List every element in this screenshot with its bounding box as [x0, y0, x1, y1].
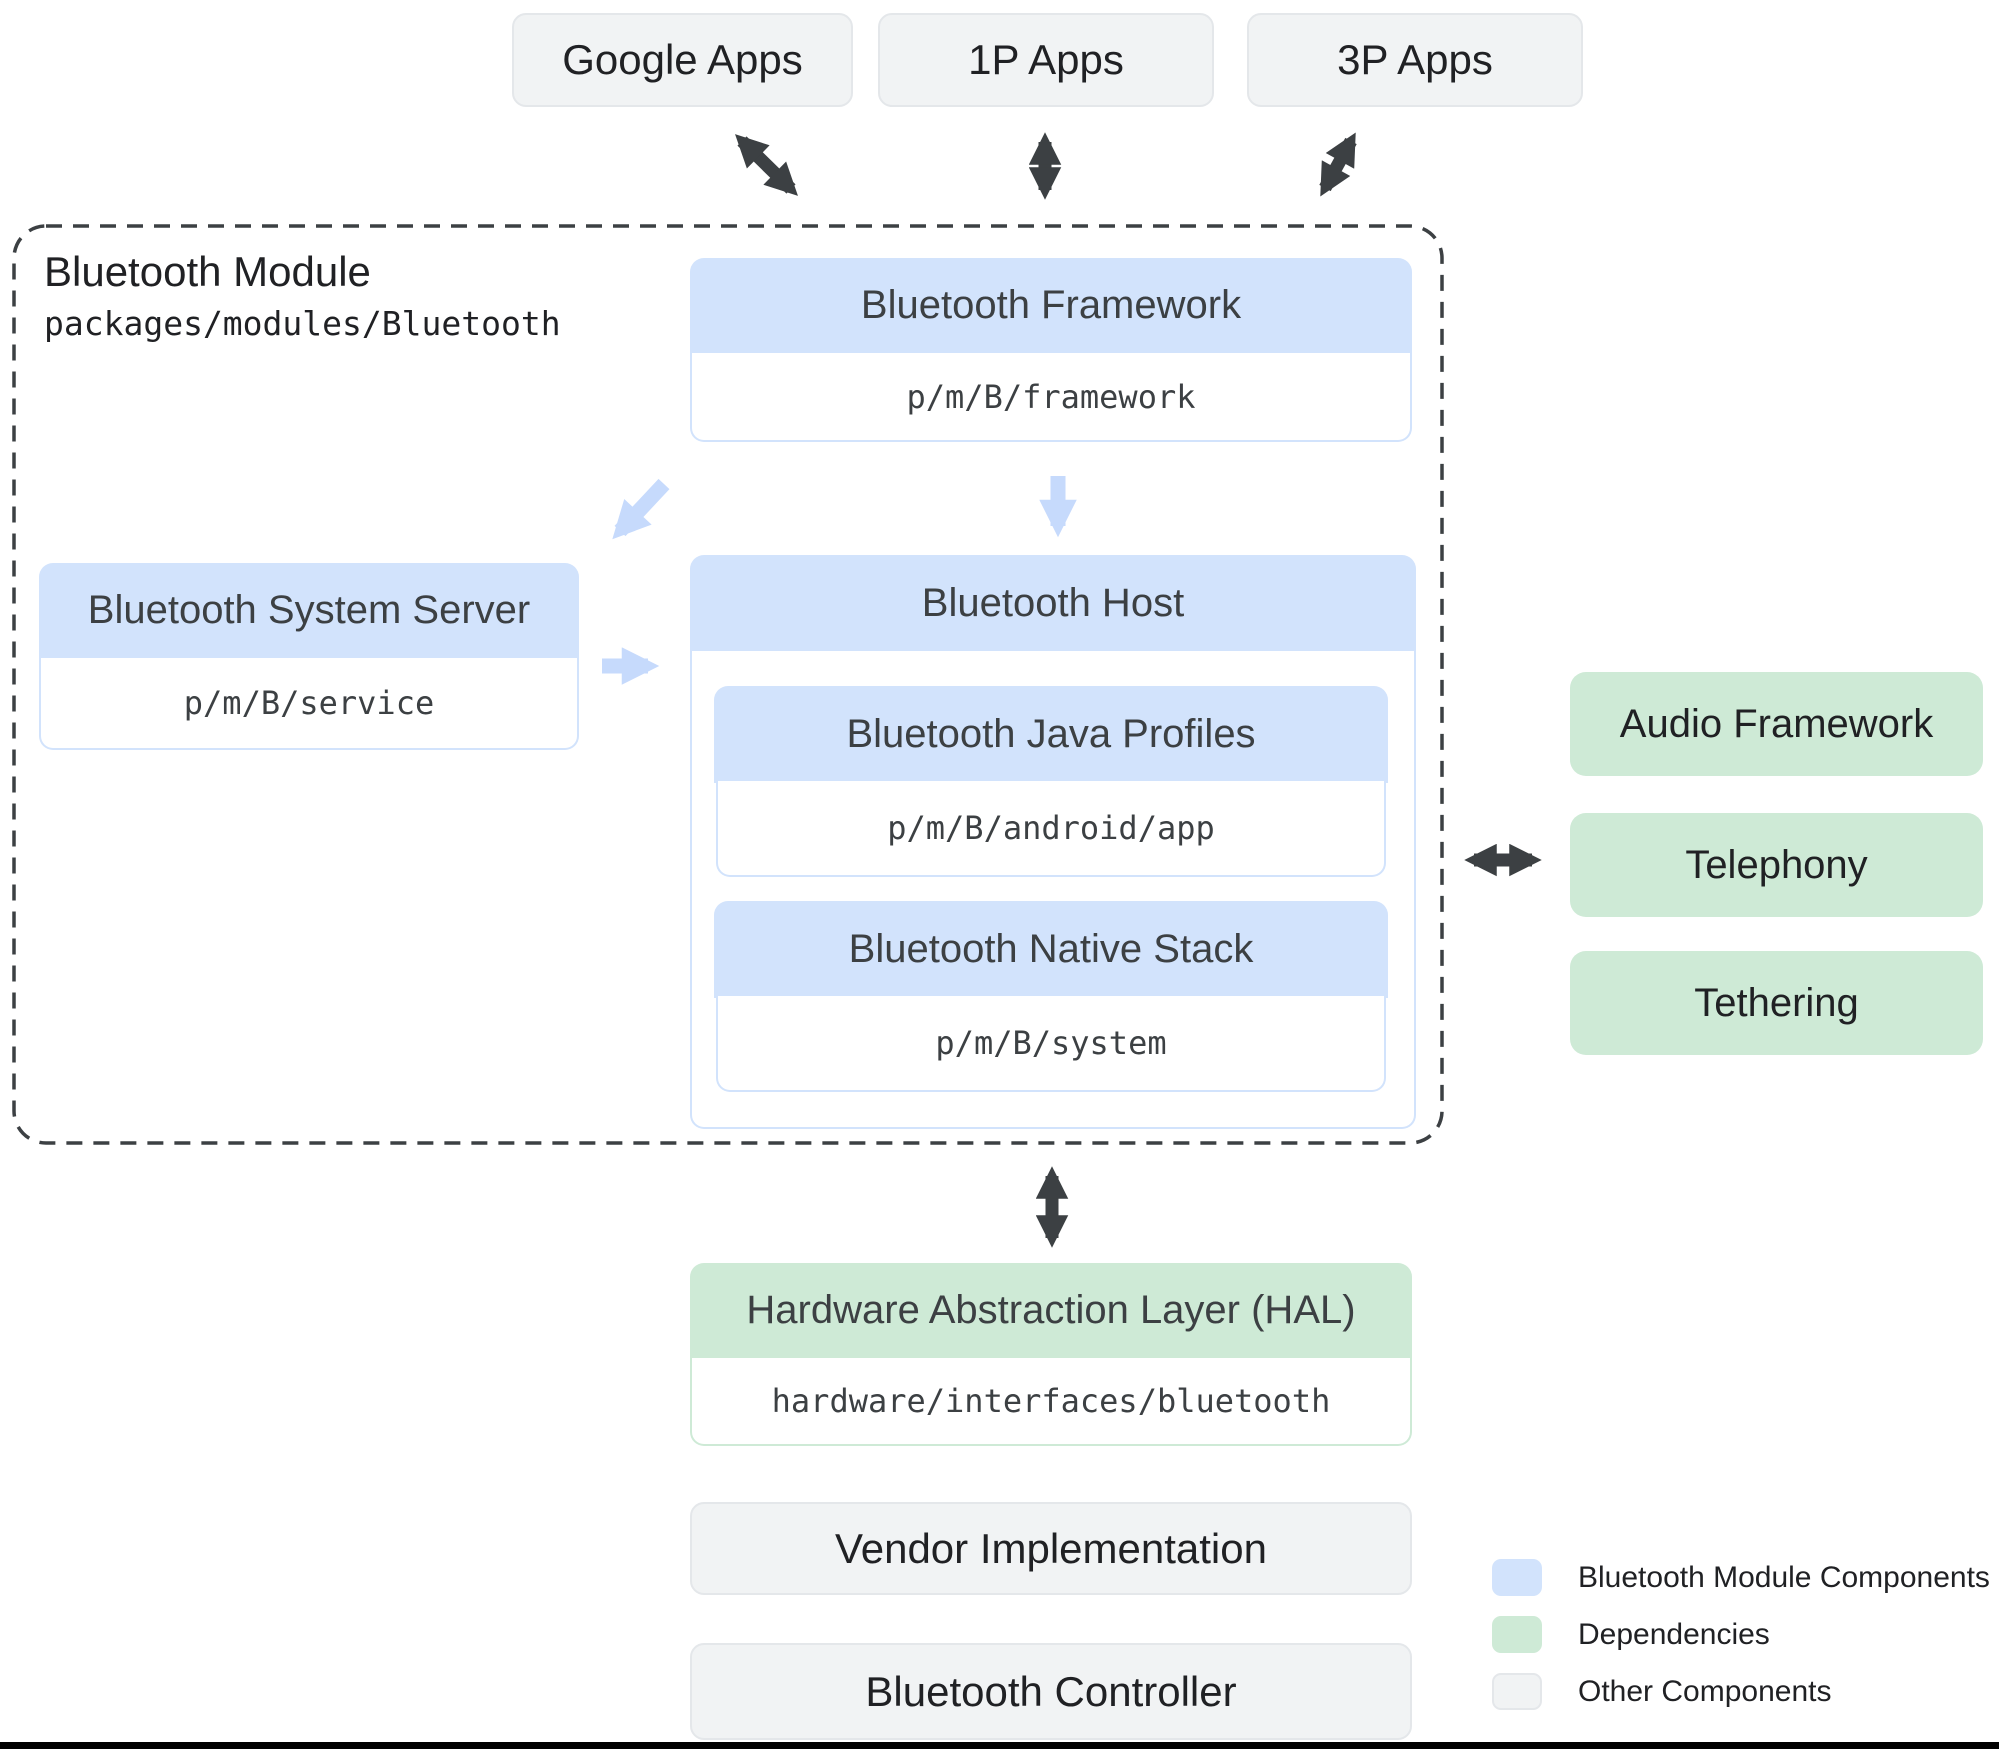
google-apps-label: Google Apps — [562, 36, 803, 83]
bluetooth-module-dashed-border — [12, 224, 1444, 1145]
bluetooth-host-box: Bluetooth Host Bluetooth Java Profiles p… — [690, 555, 1416, 1129]
bluetooth-system-server-path: p/m/B/service — [183, 684, 435, 722]
bluetooth-system-server-title: Bluetooth System Server — [87, 588, 531, 632]
first-party-apps-label: 1P Apps — [968, 36, 1124, 83]
bluetooth-native-stack-body: p/m/B/system — [716, 996, 1386, 1092]
vendor-implementation-box: Vendor Implementation — [690, 1502, 1412, 1595]
bluetooth-host-title: Bluetooth Host — [921, 580, 1185, 625]
bluetooth-native-stack-box: Bluetooth Native Stack p/m/B/system — [714, 901, 1388, 1092]
bluetooth-framework-box: Bluetooth Framework p/m/B/framework — [690, 258, 1412, 442]
bluetooth-module-caption: Bluetooth Module packages/modules/Blueto… — [44, 248, 561, 343]
vendor-implementation-label: Vendor Implementation — [835, 1524, 1267, 1572]
bluetooth-framework-body: p/m/B/framework — [690, 353, 1412, 442]
bluetooth-system-server-box: Bluetooth System Server p/m/B/service — [39, 563, 579, 750]
bluetooth-framework-path: p/m/B/framework — [906, 377, 1196, 416]
third-party-apps-box: 3P Apps — [1247, 13, 1583, 107]
google-apps-box: Google Apps — [512, 13, 853, 107]
bluetooth-native-stack-title: Bluetooth Native Stack — [848, 927, 1254, 971]
legend-row-dependencies: Dependencies — [1492, 1616, 1770, 1653]
bluetooth-java-profiles-header: Bluetooth Java Profiles — [714, 686, 1388, 783]
hal-title: Hardware Abstraction Layer (HAL) — [746, 1288, 1356, 1332]
legend-swatch-gray — [1492, 1673, 1542, 1710]
hal-path: hardware/interfaces/bluetooth — [771, 1382, 1331, 1420]
first-party-apps-box: 1P Apps — [878, 13, 1214, 107]
bluetooth-controller-box: Bluetooth Controller — [690, 1643, 1412, 1740]
bluetooth-system-server-header: Bluetooth System Server — [39, 563, 579, 658]
bluetooth-system-server-body: p/m/B/service — [39, 658, 579, 750]
bluetooth-module-path: packages/modules/Bluetooth — [44, 304, 561, 343]
bluetooth-host-header: Bluetooth Host — [690, 555, 1416, 651]
third-party-apps-module-arrow — [1319, 132, 1357, 197]
google-apps-module-arrow — [735, 134, 798, 196]
hal-box: Hardware Abstraction Layer (HAL) hardwar… — [690, 1263, 1412, 1446]
bluetooth-framework-title: Bluetooth Framework — [860, 283, 1242, 327]
legend-label-module-components: Bluetooth Module Components — [1578, 1560, 1990, 1594]
bluetooth-java-profiles-path: p/m/B/android/app — [887, 809, 1215, 847]
legend-row-module-components: Bluetooth Module Components — [1492, 1559, 1990, 1596]
bluetooth-controller-label: Bluetooth Controller — [865, 1667, 1237, 1715]
third-party-apps-label: 3P Apps — [1337, 36, 1493, 83]
telephony-label: Telephony — [1685, 842, 1868, 887]
bluetooth-java-profiles-box: Bluetooth Java Profiles p/m/B/android/ap… — [714, 686, 1388, 877]
hal-body: hardware/interfaces/bluetooth — [690, 1358, 1412, 1446]
bluetooth-java-profiles-title: Bluetooth Java Profiles — [846, 712, 1256, 756]
bluetooth-native-stack-header: Bluetooth Native Stack — [714, 901, 1388, 998]
bluetooth-framework-header: Bluetooth Framework — [690, 258, 1412, 353]
legend-row-other-components: Other Components — [1492, 1673, 1831, 1710]
telephony-box: Telephony — [1570, 813, 1983, 917]
audio-framework-box: Audio Framework — [1570, 672, 1983, 776]
bluetooth-java-profiles-body: p/m/B/android/app — [716, 781, 1386, 877]
legend-swatch-green — [1492, 1616, 1542, 1653]
hal-header: Hardware Abstraction Layer (HAL) — [690, 1263, 1412, 1358]
audio-framework-label: Audio Framework — [1619, 701, 1934, 746]
bluetooth-module-title: Bluetooth Module — [44, 248, 371, 295]
legend-label-dependencies: Dependencies — [1578, 1617, 1770, 1651]
tethering-box: Tethering — [1570, 951, 1983, 1055]
legend-label-other-components: Other Components — [1578, 1674, 1832, 1708]
framework-to-system-server-arrow — [612, 478, 670, 540]
legend-swatch-blue — [1492, 1559, 1542, 1596]
tethering-label: Tethering — [1694, 980, 1859, 1025]
bluetooth-native-stack-path: p/m/B/system — [935, 1024, 1167, 1062]
bottom-edge-bar — [0, 1742, 1999, 1749]
